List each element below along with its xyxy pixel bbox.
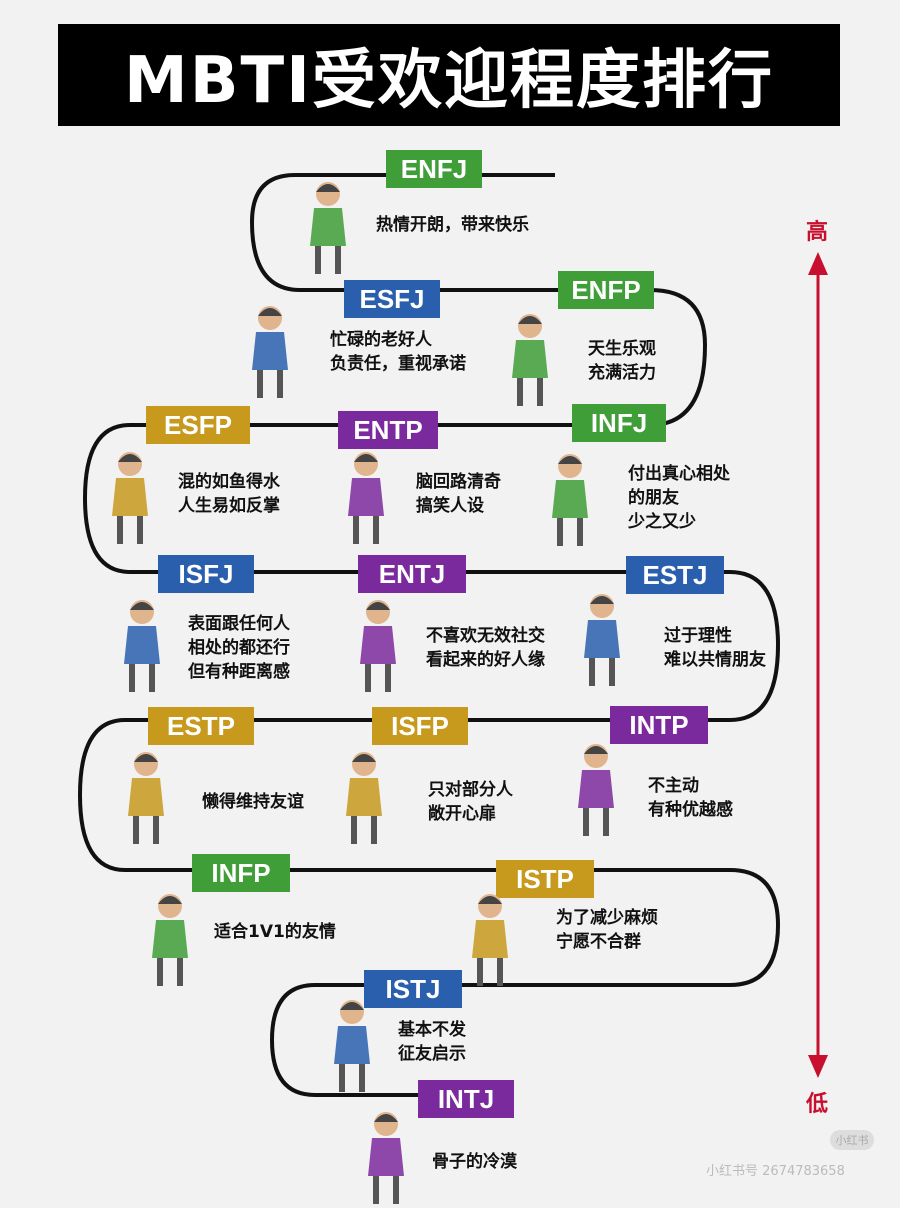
page-title: MBTI受欢迎程度排行 (124, 44, 774, 118)
type-badge-estp: ESTP (148, 707, 254, 745)
character-illustration-enfj (310, 182, 346, 274)
character-illustration-isfj (124, 600, 160, 692)
description-line: 征友启示 (398, 1044, 466, 1064)
description-line: 只对部分人 (428, 780, 513, 800)
description-line: 宁愿不合群 (556, 932, 641, 952)
character-illustration-istp (472, 894, 508, 986)
character-illustration-infj (552, 454, 588, 546)
type-badge-esfp: ESFP (146, 406, 250, 444)
description-line: 相处的都还行 (188, 638, 290, 658)
description-line: 天生乐观 (588, 339, 656, 359)
type-description-entp: 脑回路清奇搞笑人设 (416, 470, 501, 518)
type-badge-enfj: ENFJ (386, 150, 482, 188)
type-badge-infj: INFJ (572, 404, 666, 442)
character-illustration-esfj (252, 306, 288, 398)
type-description-intp: 不主动有种优越感 (648, 774, 733, 822)
description-line: 过于理性 (664, 626, 732, 646)
description-line: 适合1V1的友情 (214, 922, 336, 942)
type-description-enfj: 热情开朗，带来快乐 (376, 213, 529, 237)
description-line: 脑回路清奇 (416, 472, 501, 492)
description-line: 敞开心扉 (428, 804, 496, 824)
character-illustration-estp (128, 752, 164, 844)
character-illustration-enfp (512, 314, 548, 406)
type-badge-esfj: ESFJ (344, 280, 440, 318)
character-illustration-entp (348, 452, 384, 544)
description-line: 有种优越感 (648, 800, 733, 820)
description-line: 混的如鱼得水 (178, 472, 280, 492)
type-badge-infp: INFP (192, 854, 290, 892)
description-line: 不喜欢无效社交 (426, 626, 545, 646)
character-illustration-isfp (346, 752, 382, 844)
description-line: 不主动 (648, 776, 699, 796)
type-description-istp: 为了减少麻烦宁愿不合群 (556, 906, 658, 954)
type-badge-istp: ISTP (496, 860, 594, 898)
type-badge-enfp: ENFP (558, 271, 654, 309)
watermark-text: 小红书号 2674783658 (706, 1164, 845, 1179)
character-illustration-intj (368, 1112, 404, 1204)
character-illustration-esfp (112, 452, 148, 544)
description-line: 人生易如反掌 (178, 496, 280, 516)
description-line: 难以共情朋友 (664, 650, 766, 670)
watermark-logo: 小红书 (830, 1130, 874, 1150)
type-description-entj: 不喜欢无效社交看起来的好人缘 (426, 624, 545, 672)
type-description-estj: 过于理性难以共情朋友 (664, 624, 766, 672)
character-illustration-estj (584, 594, 620, 686)
type-description-isfj: 表面跟任何人相处的都还行但有种距离感 (188, 612, 290, 684)
description-line: 的朋友 (628, 488, 679, 508)
description-line: 少之又少 (628, 512, 696, 532)
character-illustration-infp (152, 894, 188, 986)
description-line: 充满活力 (588, 363, 656, 383)
type-description-esfj: 忙碌的老好人负责任，重视承诺 (330, 328, 466, 376)
type-badge-estj: ESTJ (626, 556, 724, 594)
description-line: 看起来的好人缘 (426, 650, 545, 670)
description-line: 表面跟任何人 (188, 614, 290, 634)
description-line: 但有种距离感 (188, 662, 290, 682)
type-description-estp: 懒得维持友谊 (202, 790, 304, 814)
type-badge-istj: ISTJ (364, 970, 462, 1008)
scale-high-label: 高 (806, 220, 829, 245)
type-description-infj: 付出真心相处的朋友少之又少 (628, 462, 730, 534)
description-line: 骨子的冷漠 (432, 1152, 517, 1172)
description-line: 负责任，重视承诺 (330, 354, 466, 374)
scale-low-label: 低 (806, 1092, 829, 1117)
type-badge-entp: ENTP (338, 411, 438, 449)
type-description-enfp: 天生乐观充满活力 (588, 337, 656, 385)
title-banner: MBTI受欢迎程度排行 (58, 24, 840, 126)
character-illustration-entj (360, 600, 396, 692)
character-illustration-istj (334, 1000, 370, 1092)
description-line: 懒得维持友谊 (202, 792, 304, 812)
description-line: 付出真心相处 (628, 464, 730, 484)
type-description-esfp: 混的如鱼得水人生易如反掌 (178, 470, 280, 518)
type-badge-intj: INTJ (418, 1080, 514, 1118)
description-line: 热情开朗，带来快乐 (376, 215, 529, 235)
description-line: 忙碌的老好人 (330, 330, 432, 350)
character-illustration-intp (578, 744, 614, 836)
type-badge-intp: INTP (610, 706, 708, 744)
type-description-isfp: 只对部分人敞开心扉 (428, 778, 513, 826)
type-badge-isfj: ISFJ (158, 555, 254, 593)
type-description-intj: 骨子的冷漠 (432, 1150, 517, 1174)
type-badge-entj: ENTJ (358, 555, 466, 593)
type-description-infp: 适合1V1的友情 (214, 920, 336, 944)
type-badge-isfp: ISFP (372, 707, 468, 745)
description-line: 搞笑人设 (416, 496, 484, 516)
type-description-istj: 基本不发征友启示 (398, 1018, 466, 1066)
description-line: 基本不发 (398, 1020, 466, 1040)
description-line: 为了减少麻烦 (556, 908, 658, 928)
